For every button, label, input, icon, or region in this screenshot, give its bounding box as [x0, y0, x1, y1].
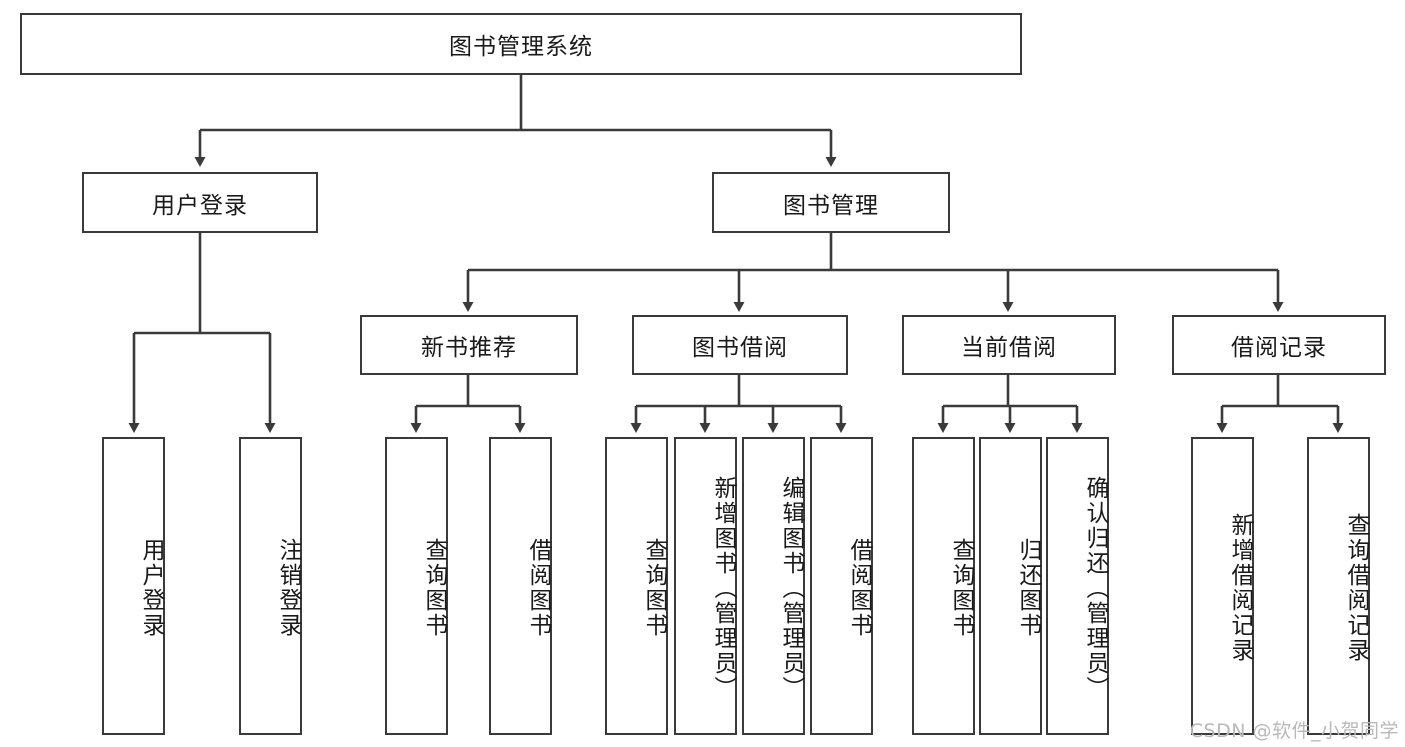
leaf-borrow-book-2[interactable]: 借阅图书 [810, 437, 873, 735]
leaf-return-book[interactable]: 归还图书 [979, 437, 1042, 735]
leaf-borrow-book-2-label: 借阅图书 [846, 538, 872, 638]
leaf-query-book-3[interactable]: 查询图书 [912, 437, 975, 735]
watermark: CSDN @软件_小贺同学 [1189, 720, 1399, 742]
node-book-manage[interactable]: 图书管理 [712, 172, 950, 233]
leaf-confirm-return-label: 确认归还（管理员） [1082, 475, 1108, 701]
leaf-query-book-1[interactable]: 查询图书 [385, 437, 448, 735]
node-book-manage-label: 图书管理 [783, 192, 879, 219]
node-current-borrow[interactable]: 当前借阅 [902, 315, 1116, 375]
node-root[interactable]: 图书管理系统 [20, 13, 1022, 75]
leaf-user-login[interactable]: 用户登录 [102, 437, 165, 735]
leaf-edit-book[interactable]: 编辑图书（管理员） [742, 437, 805, 735]
leaf-query-book-2[interactable]: 查询图书 [605, 437, 668, 735]
leaf-return-book-label: 归还图书 [1015, 538, 1041, 638]
node-new-book-recommend[interactable]: 新书推荐 [360, 315, 578, 375]
leaf-add-book-label: 新增图书（管理员） [710, 475, 736, 701]
leaf-query-book-2-label: 查询图书 [641, 538, 667, 638]
node-root-label: 图书管理系统 [449, 34, 593, 60]
node-user-login[interactable]: 用户登录 [82, 172, 318, 233]
node-current-borrow-label: 当前借阅 [961, 335, 1057, 361]
leaf-logout-label: 注销登录 [275, 538, 301, 638]
leaf-add-record-label: 新增借阅记录 [1227, 513, 1253, 663]
leaf-borrow-book-1[interactable]: 借阅图书 [489, 437, 552, 735]
node-borrow-record-label: 借阅记录 [1231, 335, 1327, 361]
node-book-borrow[interactable]: 图书借阅 [632, 315, 848, 375]
node-borrow-record[interactable]: 借阅记录 [1172, 315, 1386, 375]
node-new-book-recommend-label: 新书推荐 [421, 335, 517, 361]
leaf-add-book[interactable]: 新增图书（管理员） [674, 437, 737, 735]
leaf-query-record[interactable]: 查询借阅记录 [1307, 437, 1370, 735]
leaf-confirm-return[interactable]: 确认归还（管理员） [1046, 437, 1109, 735]
leaf-query-book-3-label: 查询图书 [948, 538, 974, 638]
leaf-edit-book-label: 编辑图书（管理员） [778, 475, 804, 701]
node-user-login-label: 用户登录 [152, 192, 248, 219]
leaf-logout[interactable]: 注销登录 [239, 437, 302, 735]
leaf-query-book-1-label: 查询图书 [421, 538, 447, 638]
leaf-user-login-label: 用户登录 [138, 538, 164, 638]
leaf-borrow-book-1-label: 借阅图书 [525, 538, 551, 638]
node-book-borrow-label: 图书借阅 [692, 335, 788, 361]
leaf-query-record-label: 查询借阅记录 [1343, 513, 1369, 663]
leaf-add-record[interactable]: 新增借阅记录 [1191, 437, 1254, 735]
